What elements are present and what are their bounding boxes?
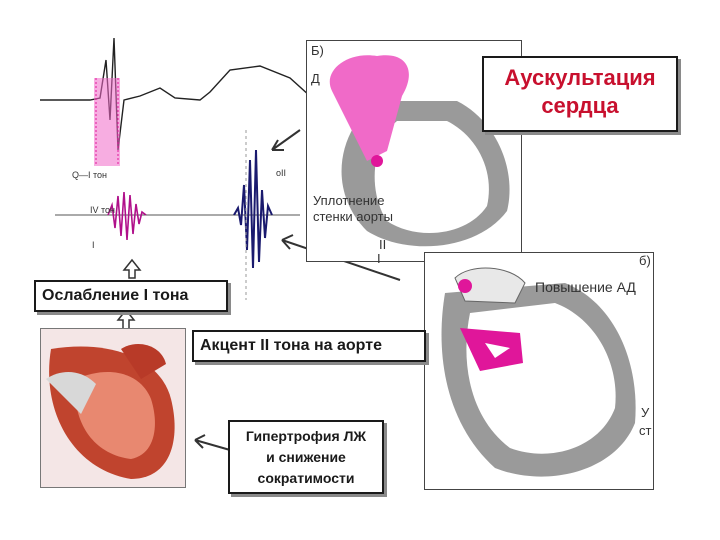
tone-oii-label: оII — [276, 168, 287, 178]
marker-u: У — [641, 405, 650, 420]
aorta-annotation-line2: стенки аорты — [313, 209, 393, 224]
aorta-marker-top — [371, 155, 383, 167]
heart-illustration-top — [329, 55, 510, 247]
weakening-label: Ослабление I тона — [42, 287, 189, 304]
title-box: Аускультация сердца — [482, 56, 678, 132]
tone-i-label: I — [92, 240, 95, 250]
iv-tone-label: IV тон — [90, 205, 116, 215]
accent-box: Акцент II тона на аорте — [192, 330, 426, 362]
q-tone-highlight — [94, 78, 120, 166]
hypertrophy-line2: и снижение — [266, 449, 346, 465]
panel-letter-top: Б) — [311, 43, 324, 58]
heart-panel-bottom: б) Повышение АД У ст — [424, 252, 654, 490]
arrow-up-weakening — [122, 258, 142, 279]
hypertrophy-box: Гипертрофия ЛЖ и снижение сократимости — [228, 420, 384, 494]
marker-s: ст — [639, 423, 652, 438]
arrow-up-hypertrophy — [116, 308, 136, 331]
hypertrophy-line3: сократимости — [257, 470, 355, 486]
pressure-marker — [458, 279, 472, 293]
marker-d: Д — [311, 71, 320, 86]
arrow-to-tone-ii — [271, 129, 301, 151]
ecg-trace — [40, 37, 331, 151]
panel-letter-bottom: б) — [639, 253, 651, 268]
marker-ii: II — [379, 237, 387, 252]
arrow-left-hypertrophy — [194, 434, 231, 451]
tone-i-oscillation — [107, 191, 147, 241]
accent-label: Акцент II тона на аорте — [200, 337, 382, 354]
marker-i: I — [377, 251, 381, 266]
heart-illustration-left — [40, 328, 186, 488]
title-line2: сердца — [541, 93, 619, 118]
heart-illustration-bottom — [441, 267, 636, 477]
pressure-annotation: Повышение АД — [535, 279, 636, 295]
tone-ii-oscillation — [233, 149, 273, 269]
title-line1: Аускультация — [504, 65, 656, 90]
weakening-box: Ослабление I тона — [34, 280, 228, 312]
aorta-annotation-line1: Уплотнение — [313, 193, 385, 208]
hypertrophy-line1: Гипертрофия ЛЖ — [245, 428, 367, 444]
q-tone-label: Q—I тон — [72, 170, 107, 180]
